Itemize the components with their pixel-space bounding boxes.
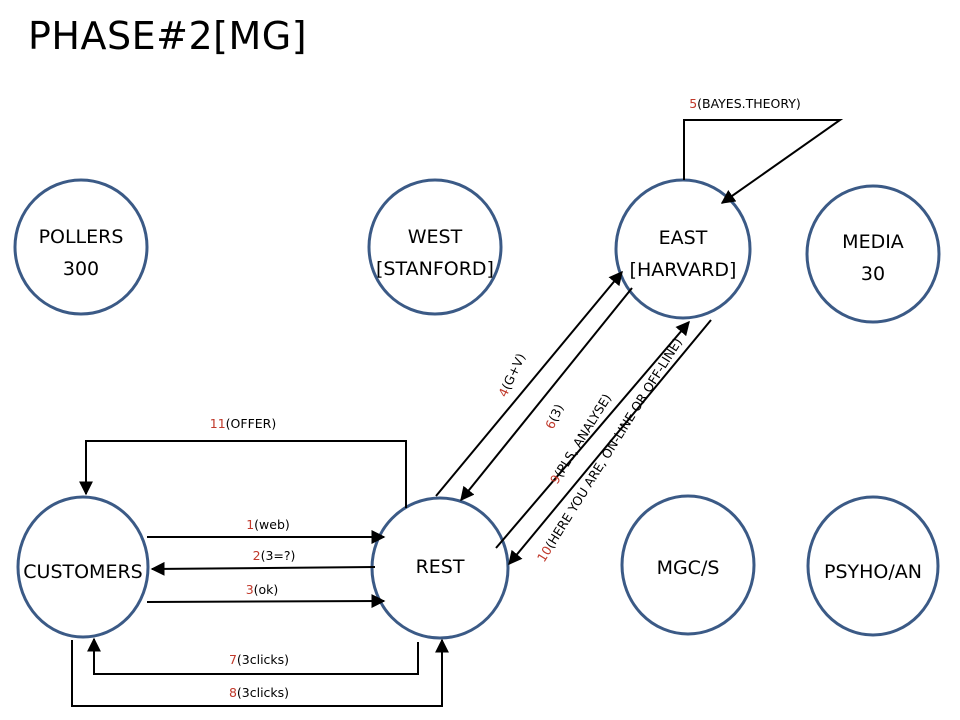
node-pollers-line1: POLLERS [39,226,124,248]
edge-6 [460,287,633,502]
node-mgcs-line1: MGC/S [657,557,720,579]
node-media-line2: 30 [861,263,885,285]
page-title: PHASE#2[MG] [28,14,308,58]
node-east: EAST [HARVARD] [614,178,752,320]
edge-3 [146,594,386,609]
edge-8 [71,638,449,707]
edge-7-label: 7(3clicks) [229,652,289,667]
node-psyho-line1: PSYHO/AN [824,561,922,583]
edge-2 [150,561,376,576]
edge-7 [87,637,419,675]
node-media: MEDIA 30 [805,184,941,324]
node-west-line1: WEST [408,226,463,248]
node-media-line1: MEDIA [842,231,904,253]
edge-5-label: 5(BAYES.THEORY) [689,96,801,111]
edge-11-label: 11(OFFER) [210,416,276,431]
node-west: WEST [STANFORD] [367,178,503,316]
edge-5 [683,119,844,204]
edge-4 [435,270,623,497]
edge-1-label: 1(web) [246,517,290,532]
node-pollers-line2: 300 [63,258,99,280]
edge-9 [495,320,690,549]
edge-2-label: 2(3=?) [253,548,296,563]
edge-10 [508,319,712,566]
node-mgcs: MGC/S [620,494,756,636]
node-west-line2: [STANFORD] [376,258,494,280]
edge-11 [79,440,407,508]
node-customers: CUSTOMERS [16,495,150,639]
node-pollers: POLLERS 300 [13,178,149,316]
node-rest-line1: REST [416,556,465,578]
edge-3-label: 3(ok) [246,582,279,597]
node-east-line1: EAST [659,227,708,249]
node-rest: REST [370,496,510,640]
node-psyho: PSYHO/AN [806,495,940,637]
edge-8-label: 8(3clicks) [229,685,289,700]
node-customers-line1: CUSTOMERS [23,561,142,583]
edge-6-label: 6(3) [542,402,566,432]
node-east-line2: [HARVARD] [630,259,737,281]
